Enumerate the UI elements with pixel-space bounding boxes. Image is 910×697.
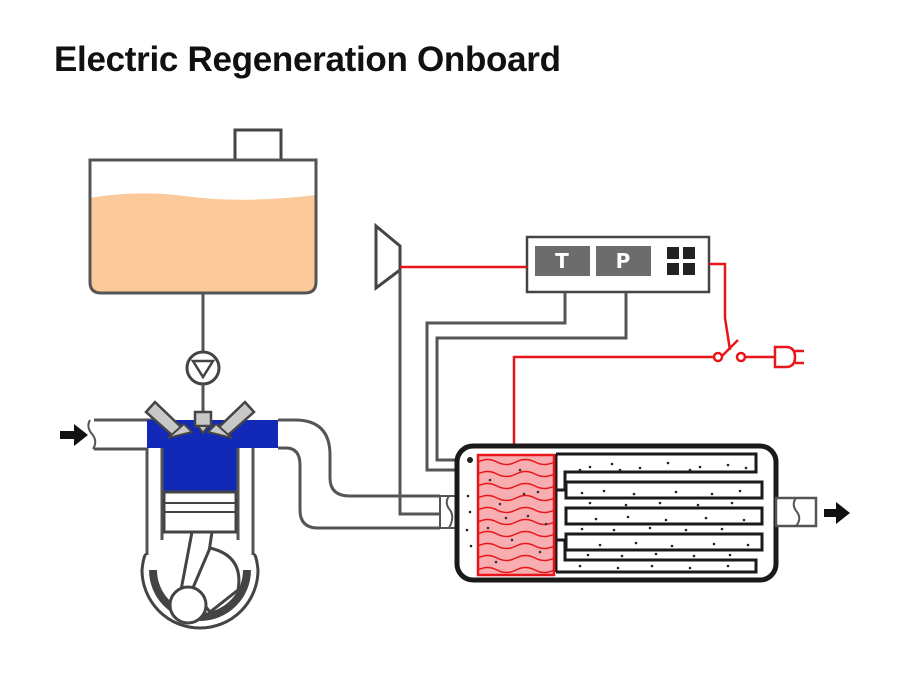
- pressure-label: P: [616, 249, 631, 273]
- exhaust-pipe: [278, 418, 440, 530]
- sensor-wire: [398, 270, 440, 516]
- particulate-filter: [454, 443, 779, 583]
- fuel-pump-icon: [185, 350, 221, 386]
- power-plug-icon: [773, 345, 804, 369]
- temperature-pressure-controller: T P: [525, 235, 711, 294]
- power-wire: [512, 355, 714, 455]
- outlet-arrow-icon: [824, 502, 850, 524]
- pressure-display: [596, 246, 651, 276]
- intake-arrow-icon: [60, 424, 88, 446]
- slide-title: Electric Regeneration Onboard: [54, 40, 561, 79]
- crankshaft: [140, 530, 260, 630]
- electric-heater: [476, 453, 556, 577]
- controller-keypad-icon: [667, 247, 695, 275]
- filter-channels: [556, 452, 764, 574]
- fuel-level: [90, 193, 316, 293]
- tank-body: [88, 158, 318, 295]
- soot-particles: [465, 461, 750, 570]
- cylinder: [145, 448, 255, 555]
- control-wire: [709, 262, 732, 351]
- fuel-tank: [88, 128, 318, 295]
- pipe-joint-inlet: [439, 495, 459, 529]
- engine-piston: [162, 490, 238, 534]
- exhaust-valve: [206, 400, 256, 439]
- intake-valve: [144, 400, 194, 439]
- fuel-injector: [193, 410, 213, 435]
- temperature-probe: [467, 457, 473, 463]
- temperature-display: [535, 246, 590, 276]
- outlet-pipe: [774, 496, 818, 528]
- tank-cap: [233, 128, 283, 162]
- pressure-sensor: [374, 222, 402, 291]
- temperature-label: T: [555, 249, 569, 273]
- controller-sensor-wires: [425, 292, 628, 472]
- electric-switch: [712, 339, 747, 363]
